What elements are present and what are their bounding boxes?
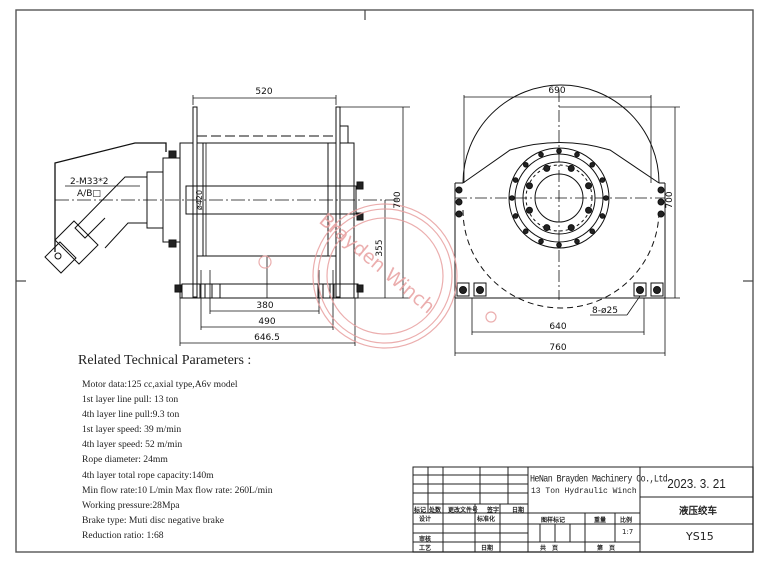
- tb-change-doc: 更改文件号: [448, 507, 479, 514]
- parameter-item: 4th layer speed: 52 m/min: [82, 439, 183, 451]
- model-number: YS15: [686, 530, 714, 543]
- tb-date2: 日期: [481, 545, 494, 552]
- base-bolt: [653, 286, 661, 294]
- tb-scale: 比例: [620, 517, 633, 524]
- parameter-item: Rope diameter: 24mm: [82, 454, 168, 466]
- flange-bolt: [512, 213, 519, 219]
- parameters-heading: Related Technical Parameters :: [78, 353, 252, 368]
- base-mounting-hole: [473, 282, 487, 297]
- flange-bolt: [522, 161, 529, 168]
- parameter-item: Min flow rate:10 L/min Max flow rate: 26…: [82, 484, 273, 496]
- hub-bolt: [567, 224, 575, 232]
- hub-bolt: [567, 164, 575, 172]
- hub-bolt: [585, 182, 593, 190]
- flange-bolt: [556, 242, 562, 248]
- drawing-date: 2023. 3. 21: [667, 476, 726, 491]
- side-bolt: [657, 210, 665, 218]
- dim-front-height: 700: [665, 191, 675, 208]
- front-view-bolts: [455, 148, 665, 297]
- parameter-item: 4th layer line pull:9.3 ton: [82, 409, 180, 421]
- tb-mark: 标记: [414, 507, 427, 514]
- parameter-item: Motor data:125 cc,axial type,A6v model: [82, 379, 238, 390]
- side-view-dimensions: [65, 95, 410, 346]
- company-name: HeNan Brayden Machinery Co.,Ltd: [530, 472, 668, 486]
- technical-parameters: Related Technical Parameters : Motor dat…: [78, 353, 273, 543]
- tb-weight: 重量: [594, 517, 607, 524]
- dim-bolt-inner: 380: [256, 301, 273, 311]
- tb-standard: 标准化: [477, 516, 496, 523]
- side-view: [44, 106, 398, 299]
- drawing-title: 液压绞车: [679, 506, 718, 517]
- flange-bolt: [512, 177, 519, 183]
- flange-bolt: [574, 151, 580, 158]
- base-mounting-hole: [650, 282, 664, 297]
- title-block: [412, 466, 754, 553]
- base-bolt: [476, 286, 484, 294]
- dim-side-height: 700: [393, 191, 403, 208]
- tb-page-no: 第 页: [597, 545, 616, 552]
- dim-drum-diameter: ø420: [195, 190, 204, 210]
- dim-overall-length: 646.5: [254, 333, 280, 343]
- base-bolt: [636, 286, 644, 294]
- hub-bolt: [525, 206, 533, 214]
- tb-sign: 签字: [487, 507, 500, 514]
- dim-base-width: 760: [549, 343, 566, 353]
- flange-bolt: [574, 238, 580, 245]
- base-mounting-hole: [456, 282, 470, 297]
- watermark-stamp: [258, 203, 497, 349]
- parameter-item: Working pressure:28Mpa: [82, 499, 180, 511]
- side-bolt: [455, 210, 463, 218]
- flange-bolt: [509, 195, 515, 201]
- flange-bolt: [589, 161, 596, 168]
- parameter-item: Reduction ratio: 1:68: [82, 529, 164, 541]
- tb-total-pages: 共 页: [540, 545, 559, 552]
- dim-bolt-spacing: 640: [549, 322, 566, 332]
- drawing-subtitle: 13 Ton Hydraulic Winch: [531, 487, 637, 496]
- port-label-ab: A/B□: [77, 189, 101, 199]
- base-bolt: [459, 286, 467, 294]
- hub-bolt: [525, 182, 533, 190]
- side-bolt: [455, 198, 463, 206]
- hub-bolt: [585, 206, 593, 214]
- parameter-item: 4th layer total rope capacity:140m: [82, 469, 214, 481]
- side-bolt: [455, 186, 463, 194]
- flange-bolt: [599, 213, 606, 219]
- flange-bolt: [599, 177, 606, 183]
- tb-count: 处数: [429, 507, 442, 514]
- front-view-dimensions: [454, 95, 680, 356]
- parameter-item: Brake type: Muti disc negative brake: [82, 514, 224, 526]
- side-bolt: [657, 186, 665, 194]
- tb-date: 日期: [512, 507, 525, 514]
- tb-review: 审核: [419, 536, 432, 543]
- dim-drum-width: 520: [255, 87, 272, 97]
- hub-bolt: [543, 164, 551, 172]
- dim-bolt-outer: 490: [258, 317, 275, 327]
- tb-drawing-mark: 图样标记: [541, 517, 566, 524]
- flange-bolt: [522, 228, 529, 235]
- front-view: [454, 84, 666, 309]
- flange-bolt: [538, 238, 544, 245]
- hub-bolt: [543, 224, 551, 232]
- flange-bolt: [603, 195, 609, 201]
- flange-bolt: [556, 148, 562, 154]
- flange-bolt: [589, 228, 596, 235]
- mounting-holes-label: 8-ø25: [592, 306, 618, 316]
- port-label-thread: 2-M33*2: [70, 177, 108, 187]
- tb-process: 工艺: [419, 545, 432, 552]
- flange-bolt: [538, 151, 544, 158]
- parameter-item: 1st layer line pull: 13 ton: [82, 394, 179, 406]
- parameter-item: 1st layer speed: 39 m/min: [82, 424, 182, 436]
- tb-scale-value: 1:7: [622, 528, 634, 536]
- dim-center-height: 355: [375, 239, 385, 256]
- dim-front-width: 690: [548, 86, 565, 96]
- side-bolt: [657, 198, 665, 206]
- tb-design: 设计: [419, 516, 432, 523]
